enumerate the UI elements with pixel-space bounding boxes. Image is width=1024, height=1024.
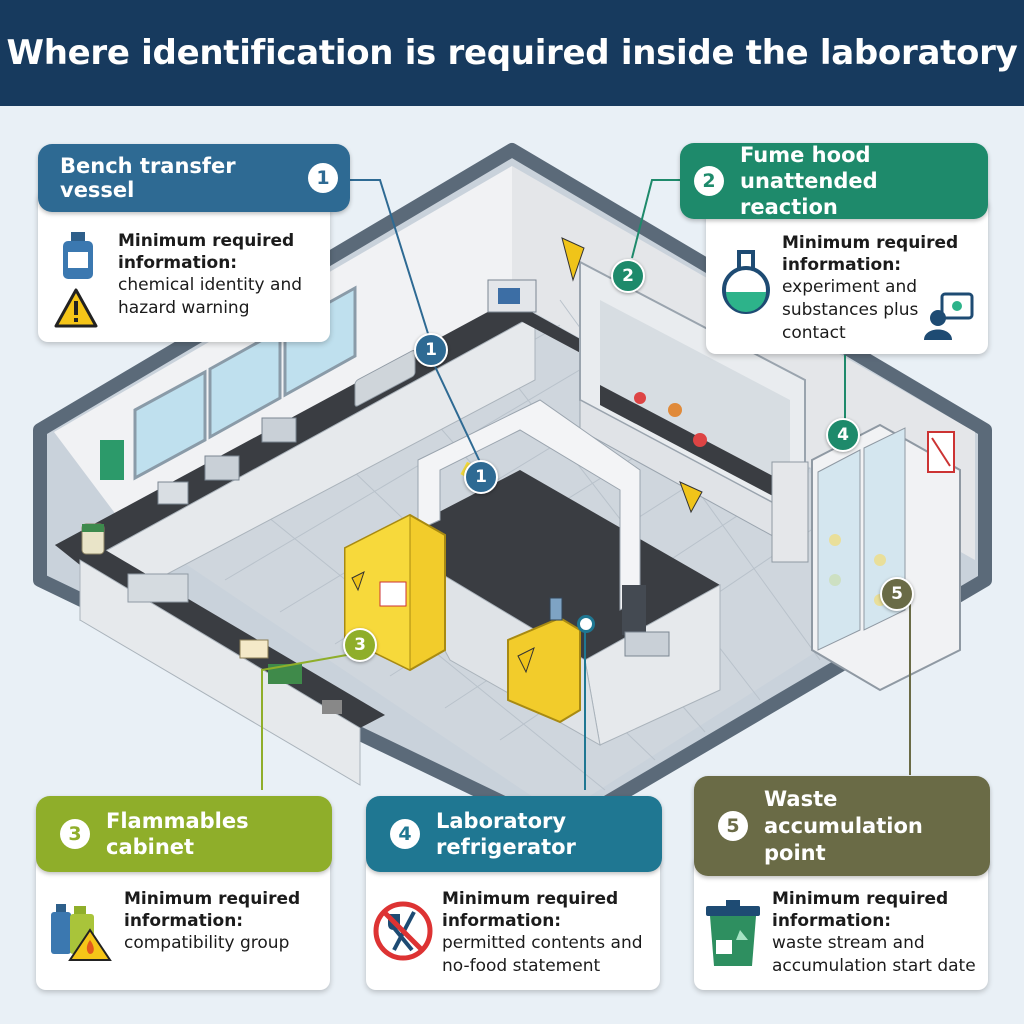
- scene-marker-1b: 1: [464, 460, 498, 494]
- callout-title: Waste accumulation point: [764, 786, 923, 865]
- callout-number: 1: [308, 163, 338, 193]
- callout-tag: 5 Waste accumulation point: [694, 776, 990, 876]
- scene-marker-5: 5: [880, 577, 914, 611]
- scene-marker-2: 2: [611, 259, 645, 293]
- contact-person-icon: [924, 292, 974, 340]
- callout-number: 3: [60, 819, 90, 849]
- no-food-icon: [373, 901, 433, 961]
- bottle-icon: [63, 232, 93, 279]
- callout-number: 4: [390, 819, 420, 849]
- callout-title: Bench transfer vessel: [60, 154, 236, 202]
- required-info-text: compatibility group: [124, 933, 290, 953]
- callout-title: Fume hood unattended reaction: [740, 143, 878, 219]
- scene-point-4: [577, 615, 595, 633]
- callout-title: Flammables cabinet: [106, 809, 249, 859]
- waste-bin-icon: [706, 900, 760, 966]
- minimum-info-label: Minimum required information:: [772, 889, 949, 931]
- info-card: Minimum required information: chemical i…: [38, 190, 330, 342]
- minimum-info-label: Minimum required information:: [118, 231, 295, 273]
- callout-number: 5: [718, 811, 748, 841]
- required-info-text: waste stream and accumulation start date: [772, 933, 976, 976]
- flask-icon: [722, 250, 770, 314]
- required-info-text: experiment and substances plus contact: [782, 277, 919, 343]
- required-info-text: chemical identity and hazard warning: [118, 275, 303, 318]
- info-card: Minimum required information: waste stre…: [694, 856, 988, 990]
- scene-marker-4: 4: [826, 418, 860, 452]
- scene-marker-1a: 1: [414, 333, 448, 367]
- info-card: Minimum required information: compatibil…: [36, 856, 330, 990]
- callout-tag: 4 Laboratory refrigerator: [366, 796, 662, 872]
- minimum-info-label: Minimum required information:: [124, 889, 301, 931]
- callout-tag: Bench transfer vessel 1: [38, 144, 350, 212]
- required-info-text: permitted contents and no-food statement: [442, 933, 643, 976]
- callout-number: 2: [694, 166, 724, 196]
- title-bar: Where identification is required inside …: [0, 0, 1024, 106]
- minimum-info-label: Minimum required information:: [442, 889, 619, 931]
- callout-tag: 3 Flammables cabinet: [36, 796, 332, 872]
- page-title: Where identification is required inside …: [6, 33, 1018, 73]
- minimum-info-label: Minimum required information:: [782, 233, 959, 275]
- containers-icon: [51, 904, 112, 961]
- scene-marker-3: 3: [343, 628, 377, 662]
- info-card: Minimum required information: experiment…: [706, 196, 988, 354]
- hazard-warning-icon: [54, 288, 98, 328]
- info-card: Minimum required information: permitted …: [366, 856, 660, 990]
- callout-tag: 2 Fume hood unattended reaction: [680, 143, 988, 219]
- callout-title: Laboratory refrigerator: [436, 809, 576, 859]
